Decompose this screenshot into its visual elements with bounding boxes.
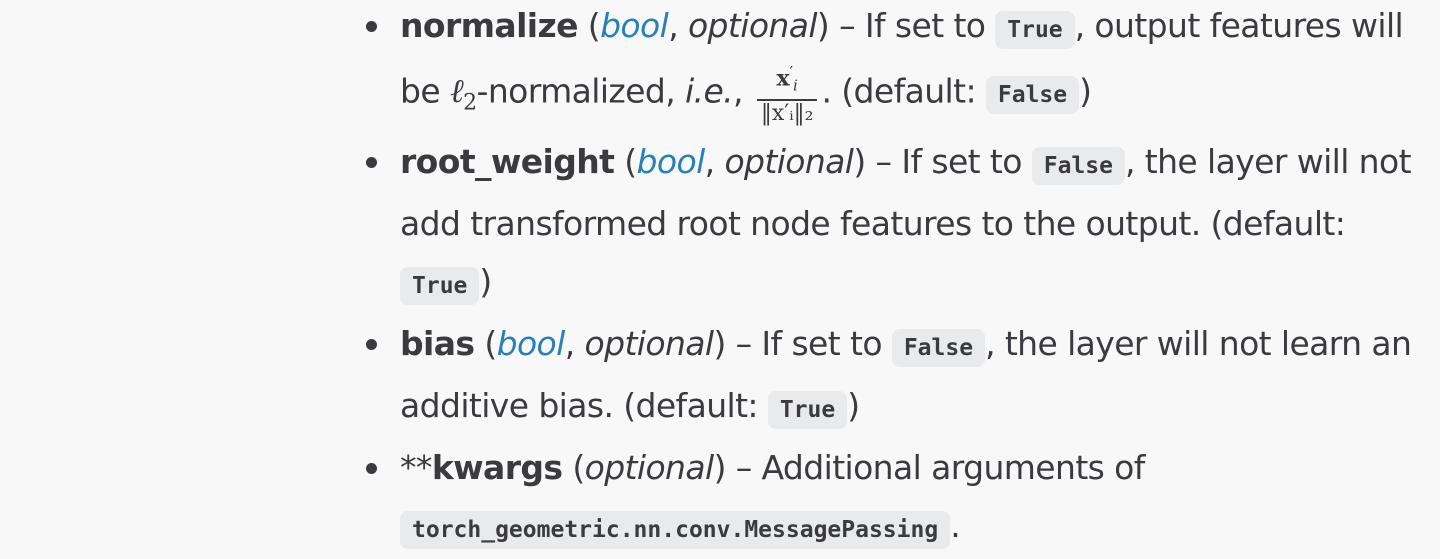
code-literal: False: [891, 328, 986, 367]
bullet: [366, 21, 377, 32]
bullet: [366, 338, 377, 350]
bullet: [366, 156, 377, 168]
code-literal: True: [995, 11, 1075, 49]
param-normalize: normalize (bool, optional) – If set to T…: [366, 0, 1440, 133]
ell2-symbol: ℓ2: [449, 71, 477, 116]
optional-label: optional: [724, 141, 854, 181]
code-literal: False: [985, 76, 1080, 115]
param-kwargs: **kwargs (optional) – Additional argumen…: [366, 439, 1440, 559]
optional-label: optional: [584, 323, 715, 363]
parameter-list: normalize (bool, optional) – If set to T…: [366, 0, 1440, 559]
kwargs-prefix: **: [400, 447, 432, 487]
code-literal: False: [1031, 146, 1125, 185]
param-name: bias: [400, 323, 475, 363]
code-literal: True: [767, 390, 848, 429]
type-link-bool[interactable]: bool: [600, 6, 669, 45]
fraction-denominator: ‖x′ᵢ‖₂: [760, 100, 814, 126]
param-name: root_weight: [400, 141, 615, 181]
normalization-fraction: x′i ‖x′ᵢ‖₂: [756, 59, 818, 127]
optional-label: optional: [584, 447, 715, 487]
type-link-bool[interactable]: bool: [496, 323, 566, 363]
param-bias: bias (bool, optional) – If set to False,…: [366, 315, 1440, 439]
param-root-weight: root_weight (bool, optional) – If set to…: [366, 133, 1440, 315]
fraction-bar: [756, 98, 818, 101]
code-literal: True: [400, 266, 480, 305]
param-name: kwargs: [431, 447, 563, 487]
ie-abbrev: i.e.: [684, 71, 734, 111]
type-link-bool[interactable]: bool: [636, 141, 706, 181]
param-name: normalize: [400, 6, 579, 45]
bullet: [366, 462, 377, 474]
code-class-reference[interactable]: torch_geometric.nn.conv.MessagePassing: [400, 510, 951, 549]
optional-label: optional: [687, 6, 818, 45]
fraction-numerator: x′i: [776, 63, 798, 95]
